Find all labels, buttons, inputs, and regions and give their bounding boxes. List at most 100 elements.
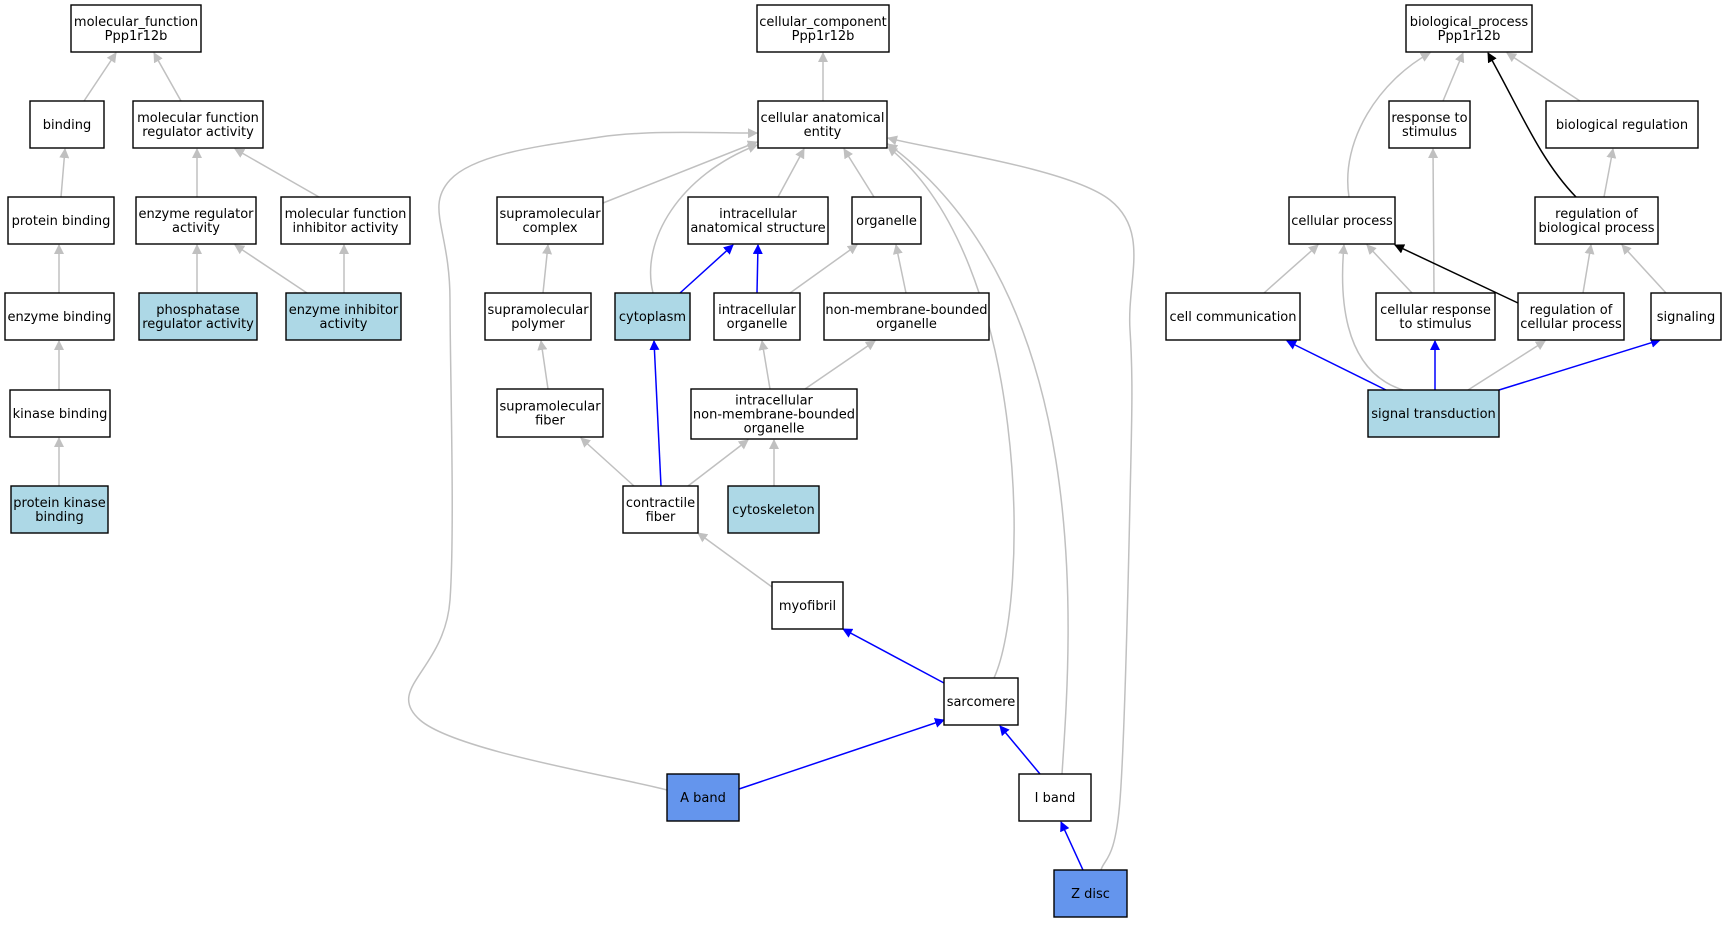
edge-organelle-to-cae: [843, 148, 875, 198]
node-box: [29, 100, 105, 149]
node-label: sarcomere: [947, 695, 1016, 710]
node-box: [280, 196, 411, 245]
edge-ic-nmb-organelle-to-nmb-organelle: [804, 340, 876, 390]
edge-sig-trans-to-reg-cell-proc: [1467, 340, 1546, 391]
node-label: regulator activity: [142, 317, 254, 332]
edge-reg-cell-proc-to-cell-proc: [1394, 244, 1519, 304]
edge-mf-reg-to-mf-root: [153, 52, 182, 102]
node-box: [1545, 100, 1699, 149]
node-box: [713, 292, 801, 341]
node-organelle: organelle: [851, 196, 922, 245]
node-box: [1367, 389, 1500, 438]
edge-contractile-fiber-to-ic-nmb-organelle: [687, 439, 749, 487]
node-label: entity: [804, 125, 842, 140]
edge-i-band-to-sarcomere: [999, 725, 1041, 775]
node-box: [687, 196, 829, 245]
edge-i-band-to-cae: [887, 143, 1069, 775]
node-box: [1288, 196, 1396, 245]
node-ic-nmb-organelle: intracellularnon-membrane-boundedorganel…: [690, 388, 858, 440]
node-label: signaling: [1657, 310, 1716, 325]
node-label: anatomical structure: [690, 221, 825, 236]
node-box: [1517, 292, 1625, 341]
node-i-band: I band: [1018, 773, 1092, 822]
node-label: cellular process: [1291, 214, 1393, 229]
node-box: [1018, 773, 1092, 822]
node-z-disc: Z disc: [1053, 869, 1128, 918]
node-box: [727, 485, 820, 534]
edge-cell-resp-to-resp-stim: [1428, 148, 1439, 294]
node-box: [10, 485, 109, 534]
node-label: enzyme regulator: [138, 207, 254, 222]
edge-supra-polymer-to-supra-complex: [542, 244, 553, 294]
node-label: non-membrane-bounded: [693, 408, 855, 423]
node-label: to stimulus: [1399, 317, 1471, 332]
edge-reg-cell-proc-to-reg-bio-proc: [1582, 244, 1595, 294]
edge-ic-organelle-to-organelle: [789, 244, 858, 294]
node-label: organelle: [727, 317, 788, 332]
node-label: stimulus: [1402, 125, 1457, 140]
node-box: [1165, 292, 1301, 341]
node-label: regulation of: [1530, 303, 1613, 318]
edge-cytoplasm-to-ias: [679, 244, 734, 294]
edge-z-disc-to-cae: [887, 135, 1135, 871]
node-box: [4, 292, 115, 341]
node-label: I band: [1035, 791, 1076, 806]
node-label: molecular function: [137, 111, 259, 126]
node-box: [1388, 100, 1471, 149]
edge-enzyme-inhib-to-enzyme-reg: [234, 244, 308, 294]
node-label: organelle: [876, 317, 937, 332]
edge-resp-stim-to-bp-root: [1442, 52, 1465, 102]
node-box: [622, 485, 699, 534]
node-label: myofibril: [779, 599, 836, 614]
node-label: activity: [320, 317, 368, 332]
edge-sarcomere-to-myofibril: [842, 628, 945, 684]
node-cell-proc: cellular process: [1288, 196, 1396, 245]
node-label: regulator activity: [142, 125, 254, 140]
node-label: organelle: [856, 214, 917, 229]
node-label: Ppp1r12b: [1438, 29, 1501, 44]
edge-nmb-organelle-to-organelle: [892, 244, 907, 294]
edge-a-band-to-sarcomere: [738, 718, 945, 790]
node-box: [496, 196, 604, 245]
node-label: supramolecular: [499, 400, 601, 415]
node-cytoskeleton: cytoskeleton: [727, 485, 820, 534]
edge-bio-reg-to-bp-root: [1506, 52, 1581, 102]
node-box: [771, 581, 844, 630]
node-label: protein binding: [12, 214, 111, 229]
node-box: [484, 292, 592, 341]
node-label: phosphatase: [156, 303, 240, 318]
node-box: [285, 292, 402, 341]
node-binding: binding: [29, 100, 105, 149]
node-label: fiber: [535, 414, 565, 429]
edge-ic-organelle-to-ias: [752, 244, 763, 294]
edge-myofibril-to-contractile-fiber: [697, 532, 773, 588]
edge-cytoplasm-to-cae: [649, 143, 758, 294]
node-label: enzyme inhibitor: [289, 303, 399, 318]
node-label: Z disc: [1071, 887, 1110, 902]
node-box: [132, 100, 264, 149]
node-box: [70, 4, 202, 53]
node-label: inhibitor activity: [292, 221, 398, 236]
node-box: [823, 292, 990, 341]
node-box: [1375, 292, 1496, 341]
node-label: cytoskeleton: [732, 503, 815, 518]
node-box: [851, 196, 922, 245]
edge-ic-nmb-organelle-to-ic-organelle: [758, 340, 771, 390]
edge-reg-bio-proc-to-bio-reg: [1603, 148, 1617, 198]
node-protein-binding: protein binding: [7, 196, 115, 245]
node-label: enzyme binding: [7, 310, 111, 325]
node-sarcomere: sarcomere: [943, 677, 1019, 726]
node-label: cytoplasm: [619, 310, 686, 325]
node-label: biological regulation: [1556, 118, 1688, 133]
